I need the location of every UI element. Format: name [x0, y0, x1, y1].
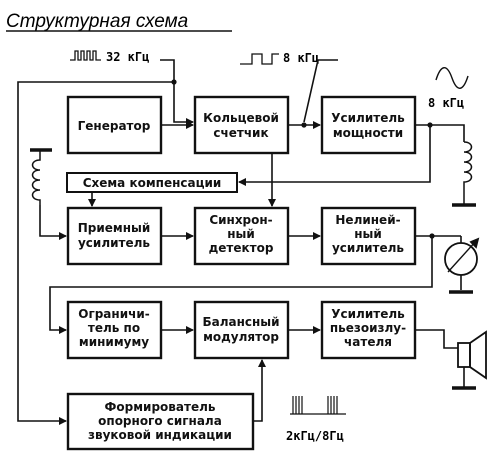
speaker-icon — [452, 330, 487, 390]
clock-8-wire — [303, 59, 338, 123]
wire-power-comp — [238, 125, 431, 186]
wire-nonlin-limiter — [49, 236, 433, 334]
rx-coil-icon — [30, 148, 52, 205]
diagram-title: Структурная схема — [6, 11, 188, 32]
junction-dot — [301, 122, 307, 128]
power-amp-block — [320, 95, 417, 155]
wire-outer-loop — [17, 81, 174, 425]
junction-dot — [429, 233, 435, 239]
tx-coil-icon — [452, 141, 476, 207]
sine-wave-icon — [435, 67, 469, 89]
junction-dot — [171, 79, 177, 85]
pulse-burst-icon — [290, 396, 346, 415]
wire-piezo-speaker — [415, 329, 458, 349]
wire-power-out — [415, 124, 465, 142]
output-8-label: 8 кГц — [428, 96, 464, 110]
generator-label: Генератор — [78, 119, 151, 133]
compensation-block — [66, 172, 238, 193]
clock-32-label: 32 кГц — [106, 50, 149, 64]
wire-rxcoil-rxamp — [39, 205, 67, 240]
indication-freq-label: 2кГц/8Гц — [286, 429, 344, 443]
compensation-label: Схема компенсации — [83, 176, 222, 190]
ring-counter-block — [193, 95, 290, 155]
junction-dot — [427, 122, 433, 128]
clock-32-wire — [160, 59, 194, 126]
clock-32-waveform-icon — [70, 50, 101, 61]
clock-8-label: 8 кГц — [283, 51, 319, 65]
meter-icon — [444, 235, 480, 294]
wire-ref-bal — [253, 359, 266, 422]
clock-8-waveform-icon — [240, 53, 279, 65]
